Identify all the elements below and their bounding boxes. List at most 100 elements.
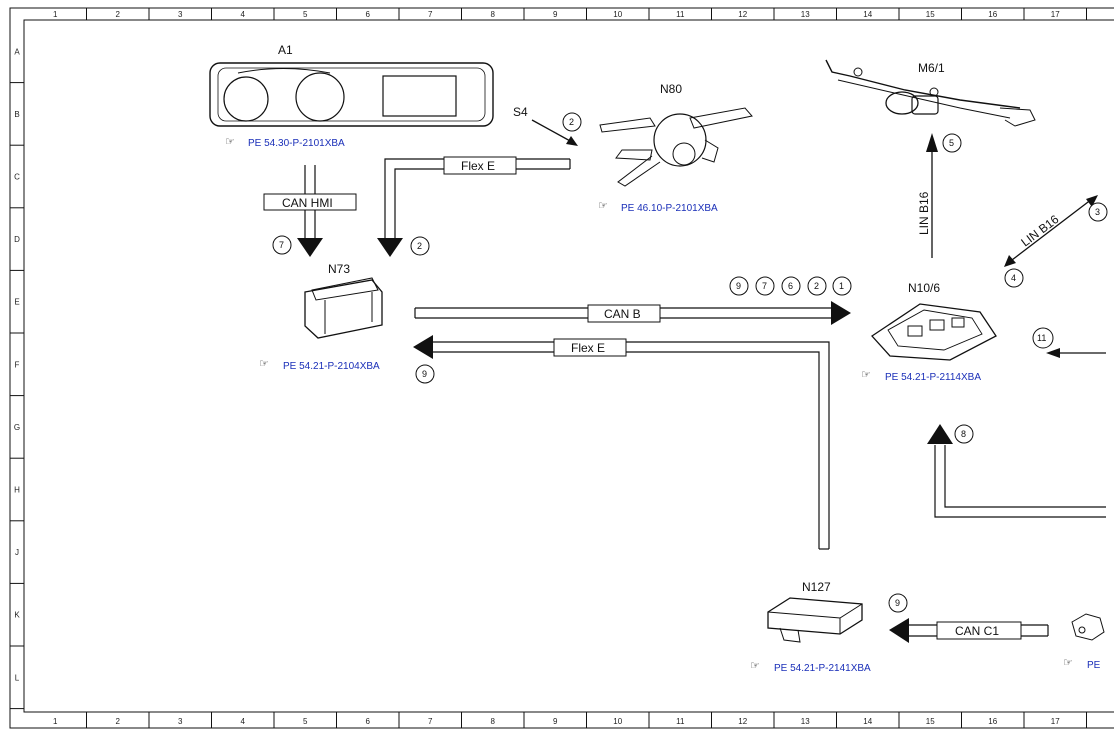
n127-ref-hand-icon: ☞ <box>750 660 760 672</box>
a1-display <box>382 75 457 117</box>
marker-can-b-3-text: 6 <box>788 281 793 291</box>
n127-ref-link[interactable]: PE 54.21-P-2141XBA <box>774 663 871 674</box>
frame-column-label: 17 <box>1051 717 1060 726</box>
a1-housing-inner <box>217 67 486 122</box>
n10-6-base <box>871 303 997 361</box>
offpage-component: ☞ PE <box>1063 613 1105 671</box>
marker-lower-up-circle <box>954 424 974 444</box>
marker-right-input-text: 11 <box>1037 333 1046 343</box>
lin-b16-diagonal-label: LIN B16 <box>1018 212 1061 249</box>
n127-label: N127 <box>802 580 831 594</box>
marker-can-b-4-circle <box>807 276 827 296</box>
n80-left-stalk <box>599 117 656 133</box>
frame-column-label: 11 <box>676 717 685 726</box>
frame-column-label: 13 <box>801 717 810 726</box>
n127-box-edge <box>767 603 863 634</box>
frame-column-label: 7 <box>428 717 433 726</box>
frame-column-label: 3 <box>178 10 183 19</box>
marker-can-b-5-text: 1 <box>839 281 844 291</box>
frame-column-label: 5 <box>303 10 308 19</box>
can-c1-label: CAN C1 <box>955 624 999 638</box>
frame-column-label: 14 <box>863 717 872 726</box>
a1-right-gauge <box>295 72 345 122</box>
marker-can-b-1-circle <box>729 276 749 296</box>
frame-row-label: E <box>14 298 19 307</box>
offpage-component-detail <box>1078 626 1086 634</box>
frame-column-label: 17 <box>1051 10 1060 19</box>
can-b-label: CAN B <box>604 307 641 321</box>
n10-6-ref-link[interactable]: PE 54.21-P-2114XBA <box>885 372 981 383</box>
a1-instrument-cluster: A1 ☞ PE 54.30-P-2101XBA <box>209 43 494 149</box>
frame-column-label: 11 <box>676 10 685 19</box>
m6-1-pivot-mid <box>929 87 939 97</box>
marker-s4-text: 2 <box>569 117 574 127</box>
marker-can-hmi-text: 7 <box>279 240 284 250</box>
frame-grid-labels: 1122334455667788991010111112121313141415… <box>14 10 1060 726</box>
marker-lower-up-text: 8 <box>961 429 966 439</box>
frame-column-label: 2 <box>116 10 121 19</box>
frame-border <box>9 7 1114 729</box>
frame-column-label: 9 <box>553 717 558 726</box>
frame-column-label: 10 <box>613 10 622 19</box>
marker-can-b-2-text: 7 <box>762 281 767 291</box>
frame-column-label: 12 <box>738 717 747 726</box>
m6-1-linkage <box>825 59 1021 109</box>
n73-ref-link[interactable]: PE 54.21-P-2104XBA <box>283 361 380 372</box>
n73-body <box>304 279 383 339</box>
can-b-connection: CAN B 9 7 6 2 1 <box>414 276 852 325</box>
n80-bottom-lever <box>617 155 661 187</box>
frame-column-label: 4 <box>241 717 246 726</box>
flex-e-top-line-inner <box>394 168 570 238</box>
marker-flex-e-down-circle <box>410 236 430 256</box>
n80-ref-link[interactable]: PE 46.10-P-2101XBA <box>621 203 718 214</box>
marker-m6-1-text: 5 <box>949 138 954 148</box>
frame-column-label: 4 <box>241 10 246 19</box>
n127-connector <box>779 627 801 643</box>
a1-ref-link[interactable]: PE 54.30-P-2101XBA <box>248 138 345 149</box>
m6-1-gearbox <box>911 95 939 115</box>
m6-1-wiper-motor: M6/1 <box>825 59 1036 127</box>
n10-6-relay-c <box>951 317 965 328</box>
can-b-label-box <box>587 304 661 323</box>
a1-label: A1 <box>278 43 293 57</box>
frame-row-label: F <box>15 360 20 369</box>
n80-connector-stub <box>701 139 719 163</box>
a1-ref-hand-icon: ☞ <box>225 136 235 148</box>
marker-can-b-2-circle <box>755 276 775 296</box>
frame-column-label: 6 <box>366 717 371 726</box>
n80-ref-hand-icon: ☞ <box>598 200 608 212</box>
marker-s4-circle <box>562 112 582 132</box>
frame-column-label: 12 <box>738 10 747 19</box>
flex-e-mid-arrowhead <box>413 335 433 359</box>
n73-ignition-switch: N73 ☞ PE 54.21-P-2104XBA <box>259 262 383 372</box>
marker-flex-e-end-circle <box>415 364 435 384</box>
n10-6-top-plate <box>887 309 983 351</box>
frame-column-label: 8 <box>491 10 496 19</box>
lower-up-connection: 8 <box>927 424 1106 518</box>
marker-m6-1-circle <box>942 133 962 153</box>
frame-column-label: 16 <box>988 717 997 726</box>
frame-column-label: 8 <box>491 717 496 726</box>
can-hmi-connection: CAN HMI 7 <box>263 165 357 257</box>
marker-lin-diag-text: 4 <box>1011 273 1016 283</box>
n10-6-relay-b <box>929 319 945 331</box>
can-hmi-label: CAN HMI <box>282 196 333 210</box>
flex-e-mid-label: Flex E <box>571 341 605 355</box>
frame-row-label: C <box>14 173 20 182</box>
m6-1-pivot-left <box>853 67 863 77</box>
marker-right-edge-text: 3 <box>1095 207 1100 217</box>
frame-column-label: 3 <box>178 717 183 726</box>
n80-right-stalk <box>689 107 753 129</box>
offpage-ref-hand-icon: ☞ <box>1063 657 1073 669</box>
marker-right-input-circle <box>1032 327 1054 349</box>
lin-b16-diagonal-line <box>1007 198 1093 264</box>
marker-can-c1-text: 9 <box>895 598 900 608</box>
frame-column-label: 14 <box>863 10 872 19</box>
lower-up-arrowhead <box>927 424 953 444</box>
offpage-ref-link[interactable]: PE <box>1087 660 1101 671</box>
n73-label: N73 <box>328 262 350 276</box>
n10-6-signal-acquisition-module: N10/6 ☞ PE 54.21-P-2114XBA <box>861 281 997 383</box>
frame-column-label: 5 <box>303 717 308 726</box>
lin-b16-diagonal-head-lower <box>1004 255 1016 267</box>
can-c1-connection: CAN C1 9 <box>888 593 1049 643</box>
